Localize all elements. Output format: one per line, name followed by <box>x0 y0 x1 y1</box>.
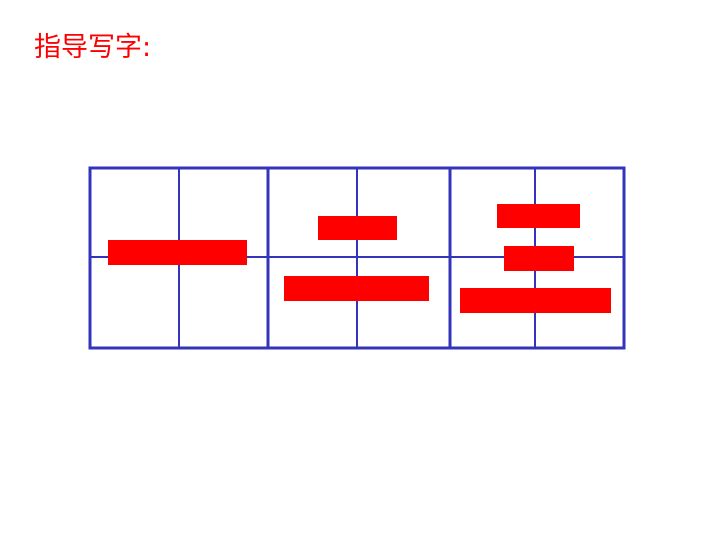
character-er <box>284 216 429 301</box>
stroke-bar <box>318 216 397 240</box>
stroke-bar <box>504 246 574 271</box>
stroke-bar <box>108 240 247 265</box>
character-san <box>460 204 611 313</box>
stroke-bar <box>497 204 580 228</box>
stroke-bar <box>460 288 611 313</box>
page-title: 指导写字: <box>34 32 152 63</box>
character-strokes <box>108 204 611 313</box>
stroke-bar <box>284 276 429 301</box>
character-yi <box>108 240 247 265</box>
